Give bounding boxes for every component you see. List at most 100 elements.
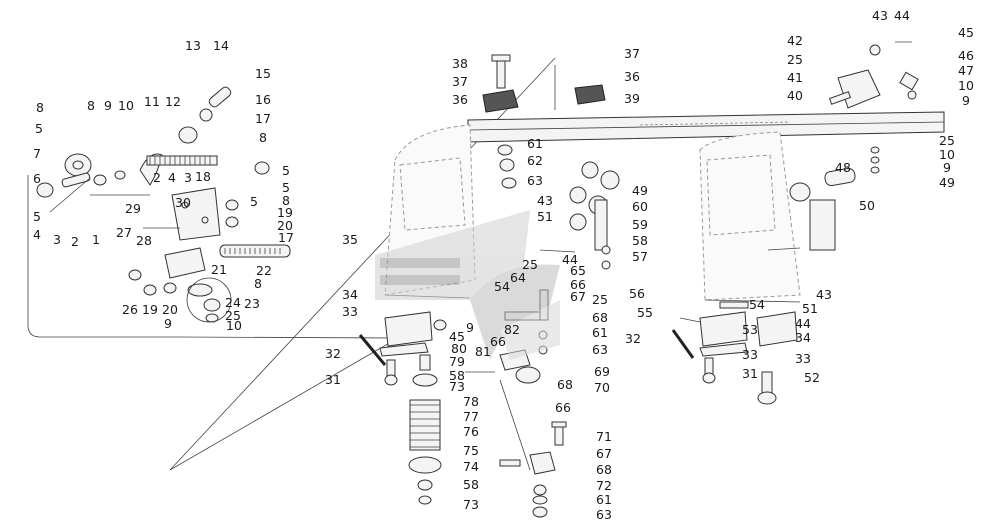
plate-58: [412, 373, 438, 387]
part-label: 66: [490, 334, 506, 349]
washer: [36, 182, 54, 198]
part-label: 68: [592, 310, 608, 325]
washer-61: [532, 495, 548, 505]
part-label: 73: [463, 497, 479, 512]
plate: [187, 283, 213, 297]
part-label: 45: [449, 329, 465, 344]
part-label: 56: [629, 286, 645, 301]
knob-hole: [72, 160, 84, 170]
part-label: 44: [562, 252, 578, 267]
part-label: 6: [33, 171, 41, 186]
part-label: 64: [510, 270, 526, 285]
washer: [225, 199, 239, 211]
part-label: 67: [596, 446, 612, 461]
part-label: 33: [742, 347, 758, 362]
part-label: 20: [162, 302, 178, 317]
part-label: 36: [452, 92, 468, 107]
detail-circle: [186, 277, 232, 323]
part-label: 58: [632, 233, 648, 248]
part-label: 20: [277, 218, 293, 233]
bolt-head: [551, 421, 567, 428]
small-washer: [114, 170, 126, 180]
part-label: 71: [596, 429, 612, 444]
part-label: 66: [570, 277, 586, 292]
nut-58: [417, 479, 433, 491]
part-label: 38: [452, 56, 468, 71]
part-label: 57: [632, 249, 648, 264]
part-label: 25: [787, 52, 803, 67]
part-label: 8: [259, 130, 267, 145]
part-label: 65: [570, 263, 586, 278]
bush: [600, 170, 620, 190]
watermark-logo: [375, 210, 560, 360]
washer: [143, 284, 157, 296]
part-label: 80: [451, 341, 467, 356]
inset-frame: [27, 175, 182, 338]
part-label: 67: [570, 289, 586, 304]
part-label: 72: [596, 478, 612, 493]
bolt-38: [496, 57, 506, 89]
beam-rail: [639, 121, 791, 126]
part-label: 51: [537, 209, 553, 224]
part-label: 5: [33, 209, 41, 224]
part-label: 47: [958, 63, 974, 78]
part-label: 58: [463, 477, 479, 492]
mount-right-34: [699, 311, 748, 347]
bush: [581, 161, 599, 179]
part-label: 28: [136, 233, 152, 248]
part-label: 3: [184, 170, 192, 185]
rod-32b: [671, 329, 695, 359]
part-label: 44: [894, 8, 910, 23]
part-label: 1: [92, 232, 100, 247]
washer: [163, 282, 177, 294]
spring-stack: [409, 399, 441, 451]
pin-55: [679, 317, 701, 323]
pin: [539, 249, 576, 253]
part-label: 17: [278, 230, 294, 245]
part-label: 61: [527, 136, 543, 151]
part-label: 68: [596, 462, 612, 477]
beam-edge: [467, 121, 945, 131]
part-label: 8: [254, 276, 262, 291]
mount-left-34: [384, 311, 433, 347]
part-label: 58: [449, 368, 465, 383]
washer-9: [433, 319, 447, 331]
part-label: 59: [632, 217, 648, 232]
pin: [767, 247, 801, 251]
cab-left-window: [399, 157, 466, 231]
pin-54: [719, 301, 749, 309]
pin: [499, 459, 521, 467]
part-label: 40: [787, 88, 803, 103]
part-label: 51: [802, 301, 818, 316]
part-label: 54: [494, 279, 510, 294]
mount-left-33: [379, 342, 429, 357]
detail-inset: [27, 57, 556, 471]
rod-32: [358, 334, 387, 366]
bracket-59: [594, 199, 608, 251]
part-label: 37: [452, 74, 468, 89]
part-label: 74: [463, 459, 479, 474]
part-label: 25: [225, 308, 241, 323]
mounting-bracket: [171, 187, 221, 241]
bracket-67: [529, 451, 556, 475]
part-label: 7: [33, 146, 41, 161]
bracket-hole: [181, 201, 189, 209]
part-label: 63: [527, 173, 543, 188]
nut-57: [601, 260, 611, 270]
part-label: 19: [142, 302, 158, 317]
part-label: 50: [859, 198, 875, 213]
washer: [870, 156, 880, 164]
clamp: [899, 71, 919, 91]
nut: [869, 44, 881, 56]
bush: [569, 213, 587, 231]
part-label: 24: [225, 295, 241, 310]
cab-base-right: [704, 299, 801, 303]
part-label: 42: [787, 33, 803, 48]
pin-49: [824, 167, 856, 187]
bolt: [208, 86, 232, 108]
part-label: 63: [592, 342, 608, 357]
mount-right-34b: [756, 311, 798, 347]
part-label: 5: [282, 163, 290, 178]
part-label: 41: [787, 70, 803, 85]
washer: [870, 146, 880, 154]
